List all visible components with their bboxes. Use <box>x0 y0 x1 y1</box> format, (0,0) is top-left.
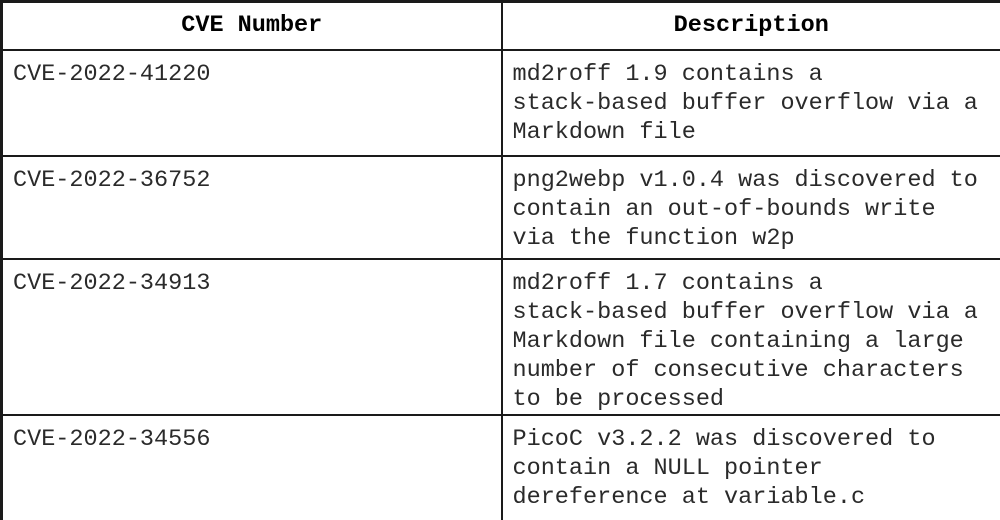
table-row: CVE-2022-36752 png2webp v1.0.4 was disco… <box>0 154 1000 260</box>
cve-number-cell: CVE-2022-34556 <box>0 413 503 520</box>
description-cell: md2roff 1.7 contains a stack-based buffe… <box>500 257 1000 416</box>
cve-number-cell: CVE-2022-41220 <box>0 48 503 157</box>
table-row: CVE-2022-34556 PicoC v3.2.2 was discover… <box>0 413 1000 520</box>
cve-number-cell: CVE-2022-36752 <box>0 154 503 260</box>
header-row: CVE Number Description <box>0 0 1000 51</box>
cve-table-header: CVE Number Description <box>0 0 1000 51</box>
table-row: CVE-2022-34913 md2roff 1.7 contains a st… <box>0 257 1000 416</box>
cve-table-body: CVE-2022-41220 md2roff 1.9 contains a st… <box>0 48 1000 520</box>
description-cell: PicoC v3.2.2 was discovered to contain a… <box>500 413 1000 520</box>
column-header-description: Description <box>500 0 1000 51</box>
description-cell: md2roff 1.9 contains a stack-based buffe… <box>500 48 1000 157</box>
column-header-cve-number: CVE Number <box>0 0 503 51</box>
table-row: CVE-2022-41220 md2roff 1.9 contains a st… <box>0 48 1000 157</box>
description-cell: png2webp v1.0.4 was discovered to contai… <box>500 154 1000 260</box>
cve-number-cell: CVE-2022-34913 <box>0 257 503 416</box>
